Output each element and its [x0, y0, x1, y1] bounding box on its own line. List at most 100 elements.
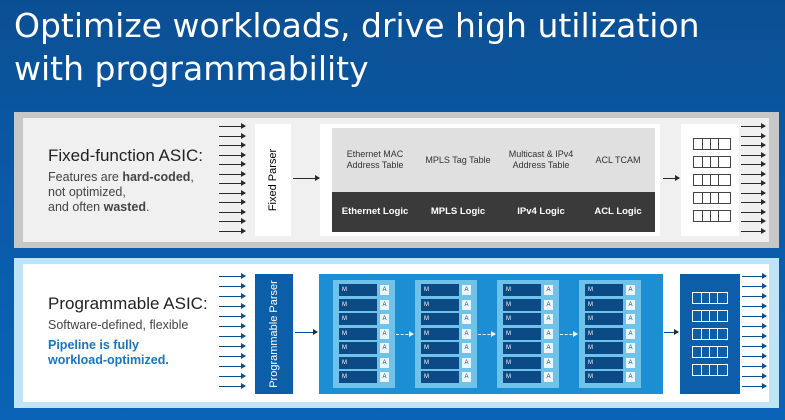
stage-connector [396, 331, 414, 337]
programmable-output-arrows [742, 273, 768, 392]
packet-arrow [219, 151, 246, 158]
action-unit: A [380, 372, 389, 382]
packet-arrow [219, 132, 246, 139]
packet-arrow [742, 373, 767, 379]
action-unit: A [626, 314, 635, 324]
parser-to-pipeline-arrow [295, 329, 318, 335]
packet-arrow [219, 283, 246, 289]
programmable-asic-description: Software-defined, flexible [48, 318, 189, 332]
action-unit: A [626, 343, 635, 353]
ipv4-table: Multicast & IPv4 Address Table [498, 128, 584, 192]
match-unit: M [421, 371, 459, 383]
action-unit: A [544, 285, 553, 295]
match-unit: M [503, 327, 541, 340]
match-unit: M [503, 313, 541, 325]
fixed-asic-inner: Fixed-function ASIC: Features are hard-c… [23, 118, 769, 242]
packet-arrow [741, 180, 766, 186]
action-unit: A [380, 343, 389, 353]
match-unit: M [585, 356, 623, 369]
fixed-parser-label: Fixed Parser [267, 148, 280, 212]
fixed-desc-hard-coded: hard-coded [122, 170, 191, 184]
packet-arrow [219, 218, 246, 224]
fixed-asic-description: Features are hard-coded, not optimized, … [48, 170, 208, 215]
fixed-parser: Fixed Parser [255, 124, 291, 236]
match-unit: M [339, 284, 377, 296]
packet-arrow [741, 208, 766, 215]
programmable-highlight-line: workload-optimized. [48, 353, 169, 367]
pipeline-to-queues-arrow [664, 329, 679, 335]
match-unit: M [339, 313, 377, 325]
action-unit: A [380, 285, 389, 295]
match-unit: M [585, 284, 623, 296]
packet-arrow [219, 323, 246, 329]
packet-arrow [219, 208, 246, 215]
packet-arrow [219, 161, 246, 167]
packet-arrow [742, 283, 767, 289]
action-unit: A [462, 372, 471, 382]
match-unit: M [339, 327, 377, 340]
output-queue [692, 292, 728, 304]
packet-arrow [219, 170, 246, 177]
match-unit: M [421, 313, 459, 325]
ipv4-logic: IPv4 Logic [498, 192, 584, 232]
packet-arrow [742, 363, 767, 369]
fixed-asic-heading: Fixed-function ASIC: [48, 146, 203, 165]
action-unit: A [462, 343, 471, 353]
action-unit: A [544, 328, 553, 339]
match-unit: M [339, 371, 377, 383]
packet-arrow [219, 333, 246, 339]
packet-arrow [741, 170, 766, 177]
packet-arrow [219, 373, 246, 379]
programmable-output-queues [680, 274, 740, 394]
programmable-parser: Programmable Parser [255, 274, 293, 394]
packet-arrow [219, 180, 246, 186]
match-unit: M [339, 342, 377, 354]
packet-arrow [219, 353, 246, 359]
action-unit: A [626, 285, 635, 295]
action-unit: A [380, 328, 389, 339]
stage-ethernet: Ethernet MAC Address Table Ethernet Logi… [332, 128, 418, 232]
fixed-desc-part: and often [48, 200, 104, 214]
output-queue [692, 328, 728, 340]
action-unit: A [380, 357, 389, 368]
mpls-table: MPLS Tag Table [415, 128, 501, 192]
packet-arrow [741, 142, 766, 148]
fixed-desc-wasted: wasted [103, 200, 146, 214]
packet-arrow [742, 313, 767, 319]
packet-arrow [219, 142, 246, 148]
fixed-input-arrows [219, 123, 247, 236]
parser-to-pipeline-arrow [293, 175, 320, 181]
action-unit: A [462, 328, 471, 339]
packet-arrow [219, 303, 246, 309]
packet-arrow [742, 353, 767, 359]
programmable-asic-inner: Programmable ASIC: Software-defined, fle… [23, 264, 769, 402]
packet-arrow [219, 123, 246, 129]
output-queue [693, 156, 731, 168]
packet-arrow [219, 189, 246, 196]
packet-arrow [741, 151, 766, 158]
programmable-asic-panel: Programmable ASIC: Software-defined, fle… [14, 258, 779, 408]
match-unit: M [421, 356, 459, 369]
ethernet-table: Ethernet MAC Address Table [332, 128, 418, 192]
match-unit: M [339, 356, 377, 369]
action-unit: A [380, 314, 389, 324]
action-unit: A [544, 357, 553, 368]
